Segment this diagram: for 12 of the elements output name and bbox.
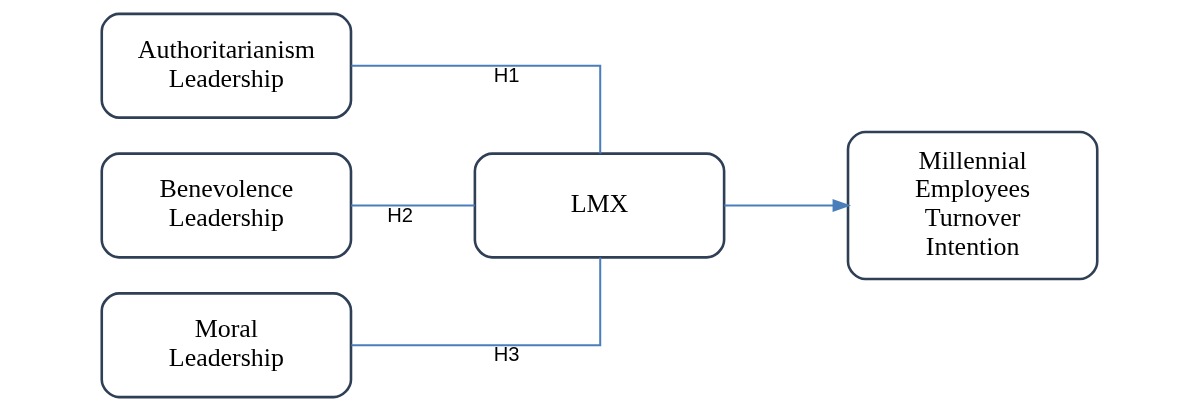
node-box: Authoritarianism Leadership <box>99 12 352 119</box>
connector <box>350 204 475 207</box>
edge-label: H3 <box>493 343 520 366</box>
node-box: LMX <box>473 152 725 259</box>
node-box: Moral Leadership <box>99 292 352 399</box>
connector <box>350 64 601 154</box>
edge-label: H1 <box>493 63 520 86</box>
arrow <box>723 199 851 212</box>
node-box: Benevolence Leadership <box>99 152 352 259</box>
node-box: Millennial Employees Turnover Intention <box>846 130 1099 281</box>
connector <box>350 257 601 347</box>
edge-label: H2 <box>386 203 413 226</box>
